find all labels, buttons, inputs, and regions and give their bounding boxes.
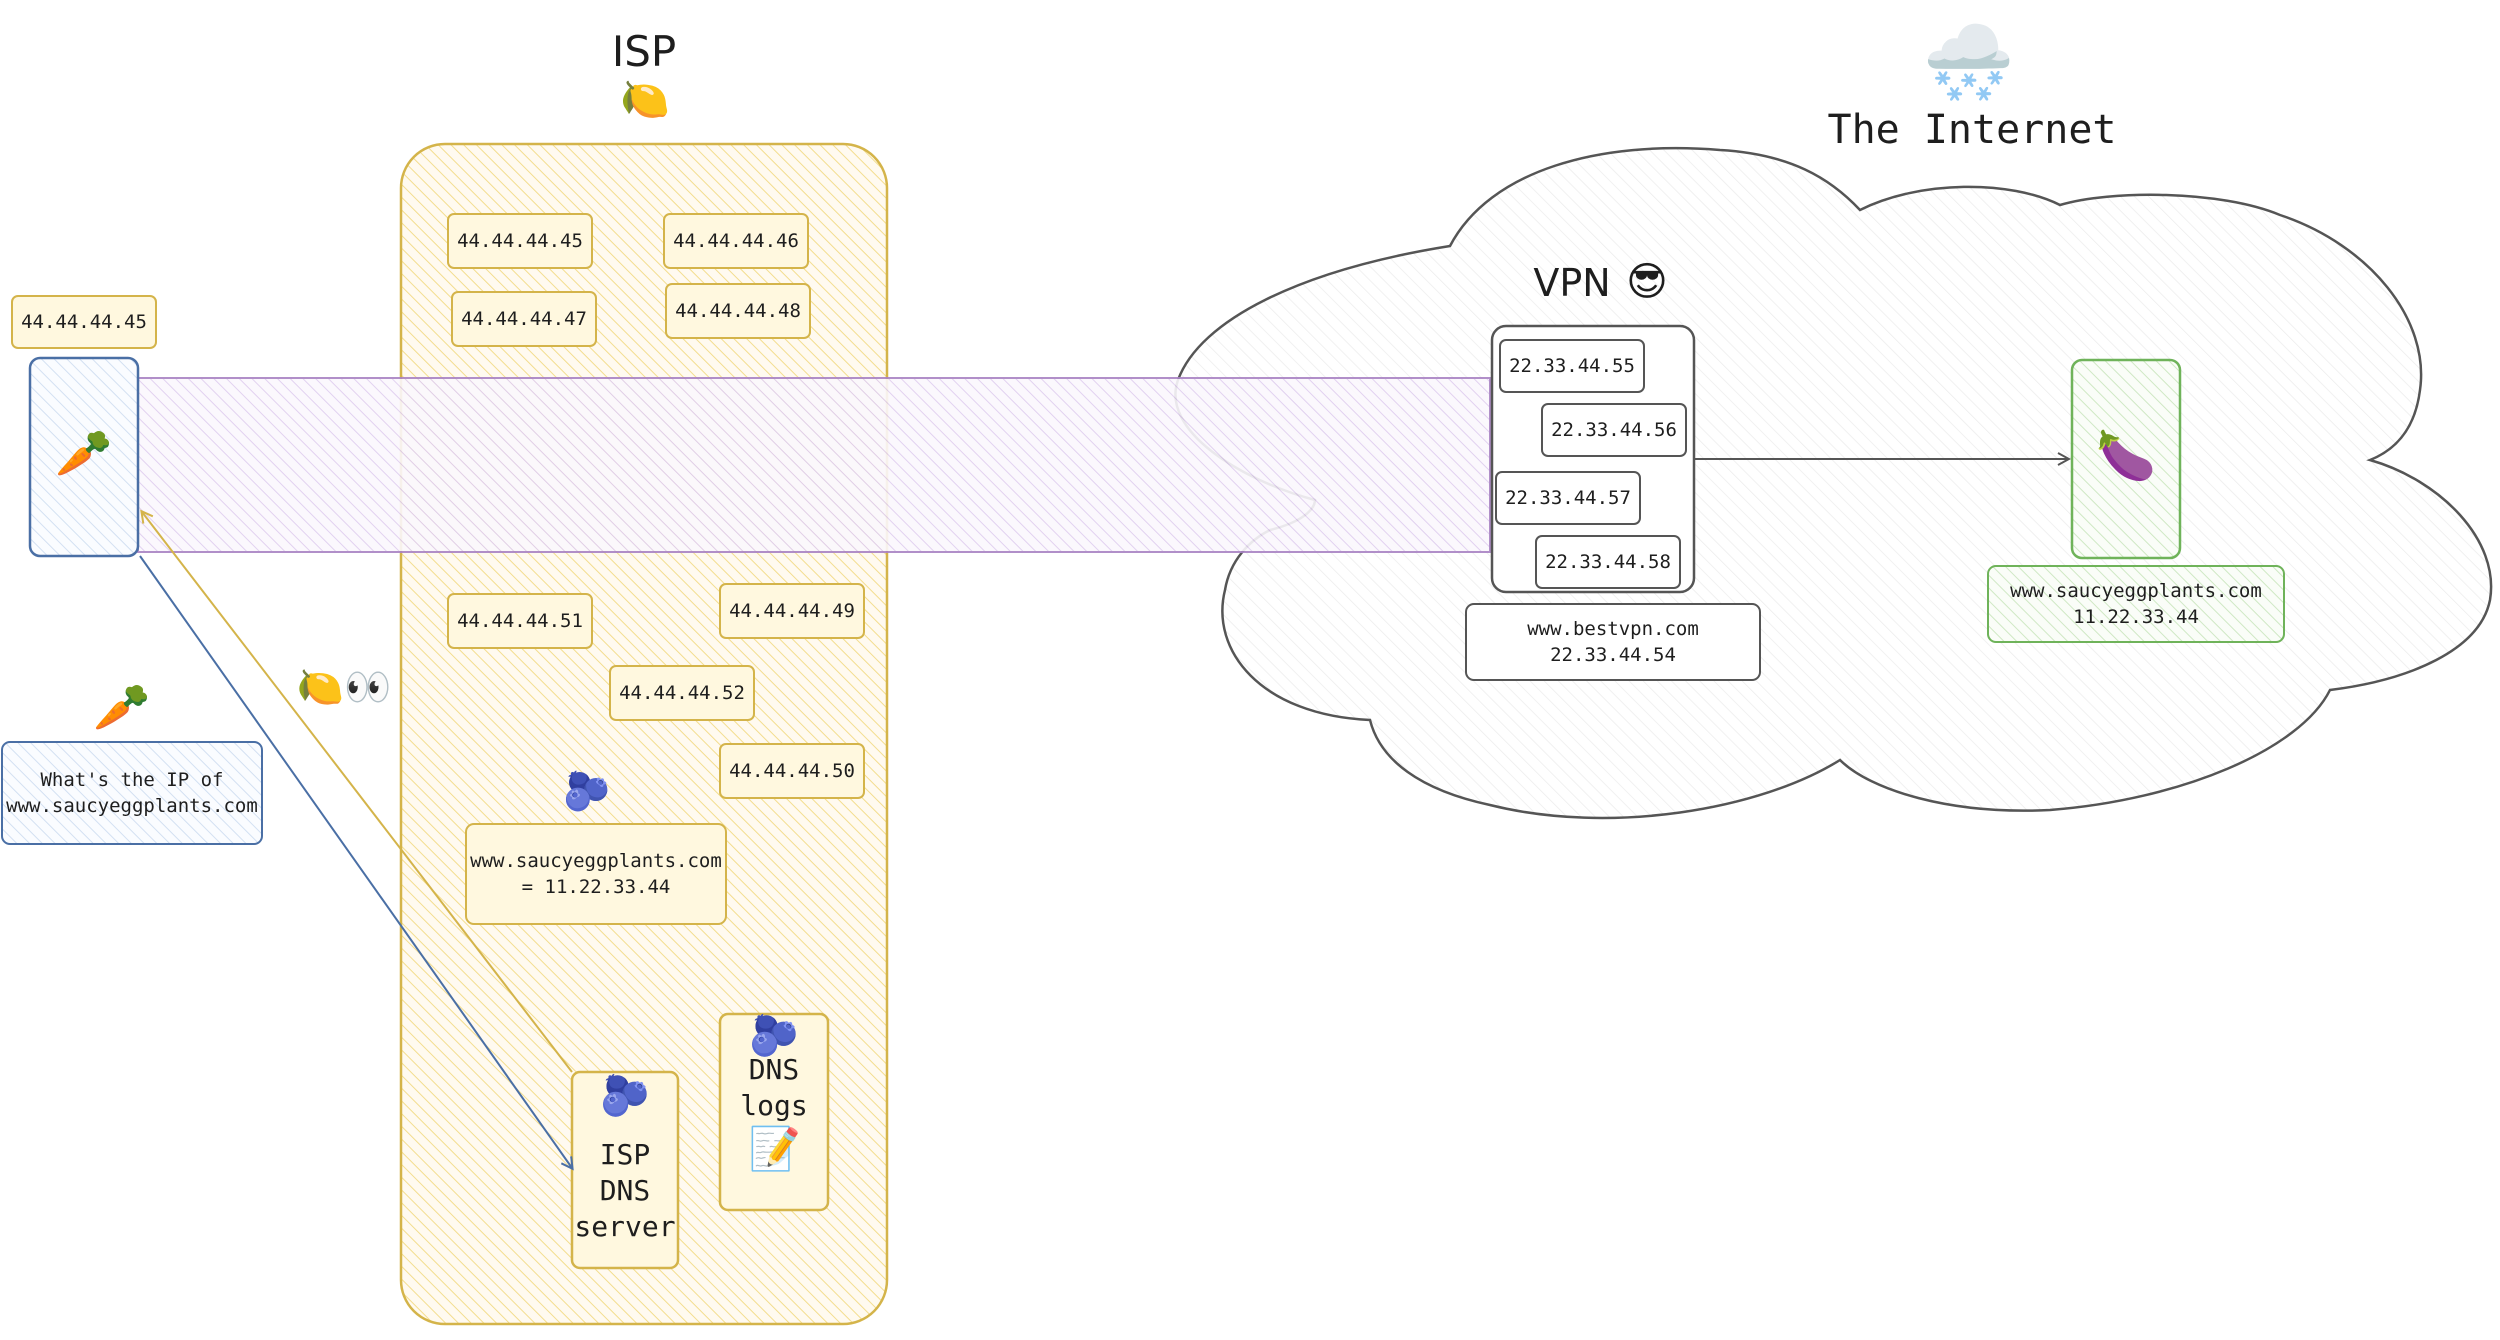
blueberry-icon: 🫐 (563, 769, 611, 813)
isp-ip-box (665, 283, 811, 339)
vpn-ip-box (1541, 403, 1687, 457)
dns-logs-box[interactable] (718, 1012, 830, 1212)
sunglasses-face-icon: 😎 (1626, 259, 1668, 305)
memo-icon: 📝 (748, 1124, 802, 1173)
isp-ip-box (447, 213, 593, 269)
eggplant-info-box (1987, 565, 2285, 643)
blueberry-icon: 🫐 (600, 1073, 650, 1119)
client-device[interactable] (28, 356, 140, 558)
dns-response-arrow (142, 512, 573, 1073)
dns-question-box (1, 741, 263, 845)
isp-ip-box (719, 743, 865, 799)
vpn-ip-box (1499, 339, 1645, 393)
eggplant-icon: 🍆 (2096, 428, 2156, 484)
eggplant-server[interactable] (2070, 358, 2182, 560)
carrot-icon: 🥕 (55, 426, 113, 480)
snow-cloud-icon: 🌨️ (1922, 20, 2015, 106)
isp-ip-box (609, 665, 755, 721)
blueberry-icon: 🫐 (749, 1013, 799, 1059)
vpn-ip-box (1495, 471, 1641, 525)
isp-ip-box (663, 213, 809, 269)
vpn-tunnel (137, 377, 1491, 553)
vpn-info-box (1465, 603, 1761, 681)
client-ip-box (11, 295, 157, 349)
lemon-icon: 🍋 (620, 77, 670, 123)
vpn-ip-box (1535, 535, 1681, 589)
dns-record-box (465, 823, 727, 925)
carrot-icon: 🥕 (93, 680, 151, 734)
isp-ip-box (451, 291, 597, 347)
dns-query-arrow (139, 555, 572, 1168)
lemon-eyes-icon: 🍋👀 (296, 665, 392, 709)
isp-ip-box (719, 583, 865, 639)
isp-ip-box (447, 593, 593, 649)
